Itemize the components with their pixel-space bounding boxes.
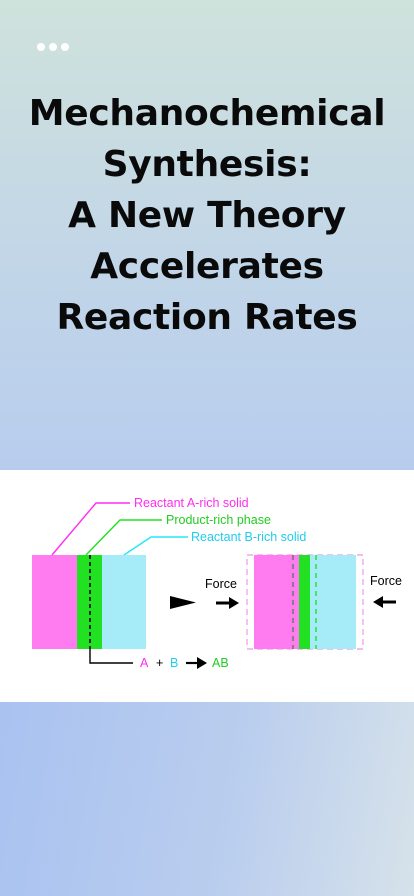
reactant-a-block — [32, 555, 77, 649]
more-horizontal-icon — [37, 43, 45, 51]
title-line: Reaction Rates — [56, 297, 358, 338]
equation-plus: + — [156, 656, 163, 670]
reactant-a-block-compressed — [254, 555, 299, 649]
reactant-a-label: Reactant A-rich solid — [134, 496, 249, 510]
product-leader — [85, 519, 162, 556]
footer-background — [0, 702, 414, 896]
equation-b: B — [170, 656, 178, 670]
product-label: Product-rich phase — [166, 513, 271, 527]
force-right-label: Force — [370, 574, 402, 588]
title-line: Synthesis: — [102, 144, 312, 185]
title-line: Accelerates — [90, 246, 324, 287]
original-boundary-outline — [246, 554, 364, 650]
product-phase-block-compressed — [299, 555, 310, 649]
force-right-arrow-icon — [216, 597, 239, 609]
more-horizontal-icon — [49, 43, 57, 51]
equation-arrow-icon — [186, 657, 207, 669]
header-background — [0, 0, 414, 470]
reaction-diagram-svg: Reactant A-rich solid Product-rich phase… — [32, 496, 402, 670]
article-title: Mechanochemical Synthesis: A New Theory … — [0, 88, 414, 343]
process-arrow-icon — [170, 596, 196, 609]
reactant-b-label: Reactant B-rich solid — [191, 530, 306, 544]
title-line: A New Theory — [68, 195, 346, 236]
title-line: Mechanochemical — [28, 93, 386, 134]
equation-a: A — [140, 656, 149, 670]
more-options-button[interactable] — [37, 40, 73, 54]
force-left-arrow-icon — [373, 596, 396, 608]
equation-leader — [89, 649, 133, 664]
force-left-label: Force — [205, 577, 237, 591]
reactant-a-leader — [51, 502, 130, 556]
reactant-b-leader — [123, 536, 188, 556]
equation-product: AB — [212, 656, 229, 670]
reactant-b-block — [102, 555, 146, 649]
reactant-b-block-compressed — [310, 555, 356, 649]
reaction-diagram: Reactant A-rich solid Product-rich phase… — [0, 470, 414, 702]
more-horizontal-icon — [61, 43, 69, 51]
